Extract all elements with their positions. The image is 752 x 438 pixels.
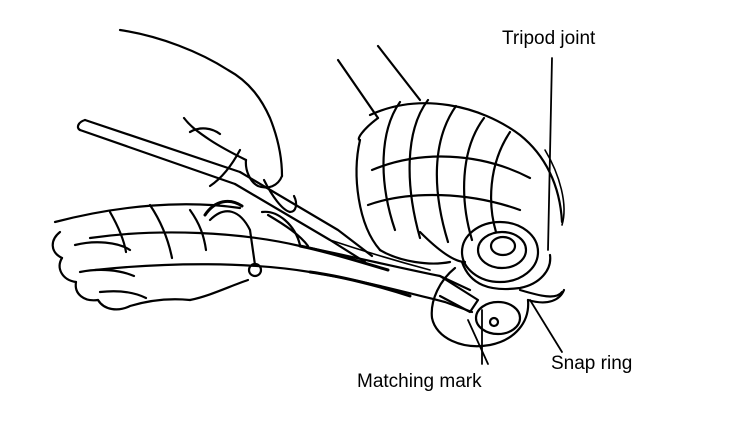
tripod-leader (547, 57, 553, 251)
tripod-joint-assembly (430, 220, 566, 348)
snap-ring-pliers (88, 199, 480, 314)
snap-ring-leader (529, 299, 563, 353)
drive-shaft (336, 44, 422, 120)
matching-mark-label: Matching mark (357, 371, 482, 392)
screwdriver (76, 118, 374, 264)
tripod-joint-label: Tripod joint (502, 28, 596, 49)
matching-mark-leader-2 (467, 319, 489, 365)
snap-ring-label: Snap ring (551, 353, 633, 374)
lower-hand (51, 203, 310, 311)
upper-hand (118, 28, 298, 214)
leader-lines (467, 57, 563, 365)
rubber-boot (355, 98, 565, 265)
